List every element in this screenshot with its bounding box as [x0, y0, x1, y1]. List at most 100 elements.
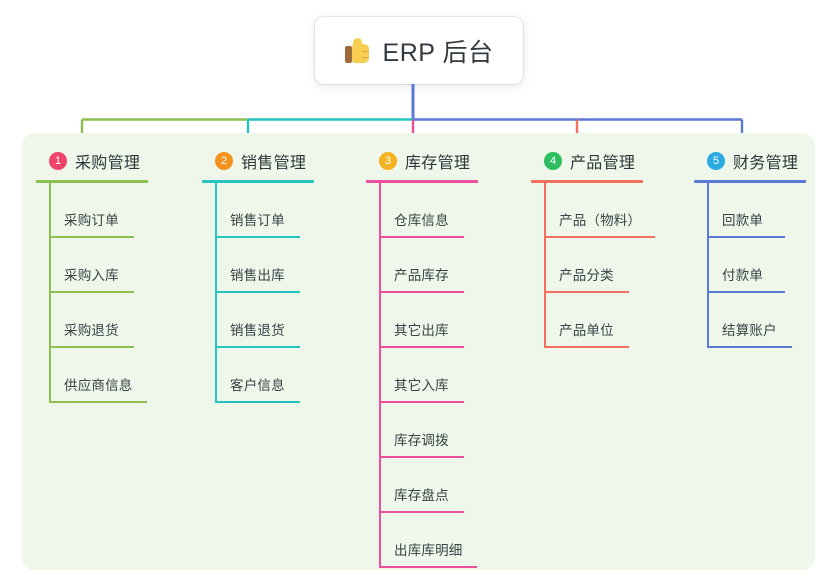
branch-spine [707, 183, 709, 348]
branch-item-underline [707, 291, 785, 293]
root-node-content: ERP 后台 [344, 33, 494, 69]
branch-items: 产品（物料） 产品分类产品单位 [531, 183, 655, 348]
branch-header[interactable]: 5 财务管理 [694, 147, 816, 175]
branch-item-label: 仓库信息 [394, 213, 449, 228]
branch-item-label: 回款单 [722, 213, 764, 228]
branch-item-underline [49, 346, 134, 348]
branch-item-underline [379, 456, 464, 458]
branch-item-label: 产品单位 [559, 323, 614, 338]
branch-header[interactable]: 2 销售管理 [202, 147, 324, 175]
branch-title: 库存管理 [405, 155, 471, 172]
branch-item-label: 其它入库 [394, 378, 449, 393]
branch-item-label: 产品库存 [394, 268, 449, 283]
branch-item[interactable]: 库存调拨 [366, 403, 488, 458]
branch-item-label: 采购订单 [64, 213, 119, 228]
branch-spine [379, 183, 381, 568]
branch-index-badge: 5 [707, 152, 725, 170]
branch-item[interactable]: 库存盘点 [366, 458, 488, 513]
branch-item[interactable]: 产品（物料） [531, 183, 655, 238]
branch-item-label: 库存调拨 [394, 433, 449, 448]
branch-item[interactable]: 客户信息 [202, 348, 324, 403]
branch-header[interactable]: 1 采购管理 [36, 147, 158, 175]
branch-item-underline [544, 346, 629, 348]
thumbs-up-icon [344, 38, 372, 63]
root-node-title: ERP 后台 [382, 38, 494, 67]
branch-item-label: 其它出库 [394, 323, 449, 338]
branch-items: 采购订单采购入库采购退货供应商信息 [36, 183, 158, 403]
branch-item[interactable]: 销售订单 [202, 183, 324, 238]
branch-index-badge: 2 [215, 152, 233, 170]
branch-items: 销售订单销售出库销售退货客户信息 [202, 183, 324, 403]
branch-items: 回款单付款单结算账户 [694, 183, 816, 348]
branch-item-underline [544, 236, 655, 238]
branch-item[interactable]: 产品单位 [531, 293, 653, 348]
branch-item-label: 销售退货 [230, 323, 285, 338]
branch-item[interactable]: 回款单 [694, 183, 816, 238]
branch-column: 2 销售管理销售订单销售出库销售退货客户信息 [202, 147, 324, 403]
branch-item-underline [544, 291, 629, 293]
branch-item[interactable]: 付款单 [694, 238, 816, 293]
branch-item[interactable]: 其它出库 [366, 293, 488, 348]
branch-item[interactable]: 采购入库 [36, 238, 158, 293]
branch-item-label: 销售订单 [230, 213, 285, 228]
branches-panel: 1 采购管理采购订单采购入库采购退货供应商信息 2 销售管理销售订单销售出库销售退货客… [22, 133, 815, 570]
branch-column: 5 财务管理回款单付款单结算账户 [694, 147, 816, 348]
branch-item-label: 采购入库 [64, 268, 119, 283]
branch-index-badge: 3 [379, 152, 397, 170]
branch-item-underline [379, 511, 464, 513]
branch-item-underline [49, 401, 147, 403]
branch-index-badge: 4 [544, 152, 562, 170]
branch-item-label: 采购退货 [64, 323, 119, 338]
branch-item[interactable]: 产品分类 [531, 238, 653, 293]
branch-header[interactable]: 3 库存管理 [366, 147, 488, 175]
branch-item-underline [379, 401, 464, 403]
branch-item[interactable]: 采购退货 [36, 293, 158, 348]
branch-item[interactable]: 结算账户 [694, 293, 816, 348]
branch-item-label: 产品分类 [559, 268, 614, 283]
branch-item-underline [49, 291, 134, 293]
branch-header[interactable]: 4 产品管理 [531, 147, 653, 175]
branch-title: 财务管理 [733, 155, 799, 172]
branch-item-underline [379, 236, 464, 238]
branch-underline [202, 180, 314, 183]
branch-item[interactable]: 销售出库 [202, 238, 324, 293]
branch-title: 销售管理 [241, 155, 307, 172]
branch-underline [694, 180, 806, 183]
branch-item-underline [379, 291, 464, 293]
branch-item-underline [707, 346, 792, 348]
branch-item-label: 库存盘点 [394, 488, 449, 503]
branch-item[interactable]: 产品库存 [366, 238, 488, 293]
branch-item-underline [707, 236, 785, 238]
branch-item[interactable]: 出库库明细 [366, 513, 488, 568]
branch-item-underline [215, 346, 300, 348]
branch-title: 采购管理 [75, 155, 141, 172]
branch-item[interactable]: 其它入库 [366, 348, 488, 403]
branch-spine [215, 183, 217, 403]
branch-item-label: 客户信息 [230, 378, 285, 393]
branch-underline [366, 180, 478, 183]
branch-item[interactable]: 采购订单 [36, 183, 158, 238]
branch-items: 仓库信息产品库存其它出库其它入库库存调拨库存盘点出库库明细 [366, 183, 488, 568]
branch-column: 3 库存管理仓库信息产品库存其它出库其它入库库存调拨库存盘点出库库明细 [366, 147, 488, 568]
branch-title: 产品管理 [570, 155, 636, 172]
branch-underline [531, 180, 643, 183]
branch-item-label: 付款单 [722, 268, 764, 283]
root-node-card[interactable]: ERP 后台 [315, 17, 523, 84]
branch-item[interactable]: 供应商信息 [36, 348, 158, 403]
branch-item-label: 出库库明细 [394, 543, 463, 558]
branch-item-label: 供应商信息 [64, 378, 133, 393]
branch-underline [36, 180, 148, 183]
branch-item-underline [379, 566, 477, 568]
branch-index-badge: 1 [49, 152, 67, 170]
branch-item-label: 销售出库 [230, 268, 285, 283]
branch-item-underline [215, 236, 300, 238]
branch-spine [544, 183, 546, 348]
branch-item-underline [215, 291, 300, 293]
branch-column: 1 采购管理采购订单采购入库采购退货供应商信息 [36, 147, 158, 403]
branch-column: 4 产品管理产品（物料） 产品分类产品单位 [531, 147, 655, 348]
branch-spine [49, 183, 51, 403]
branch-item-label: 结算账户 [722, 323, 777, 338]
branch-item[interactable]: 销售退货 [202, 293, 324, 348]
branch-item[interactable]: 仓库信息 [366, 183, 488, 238]
